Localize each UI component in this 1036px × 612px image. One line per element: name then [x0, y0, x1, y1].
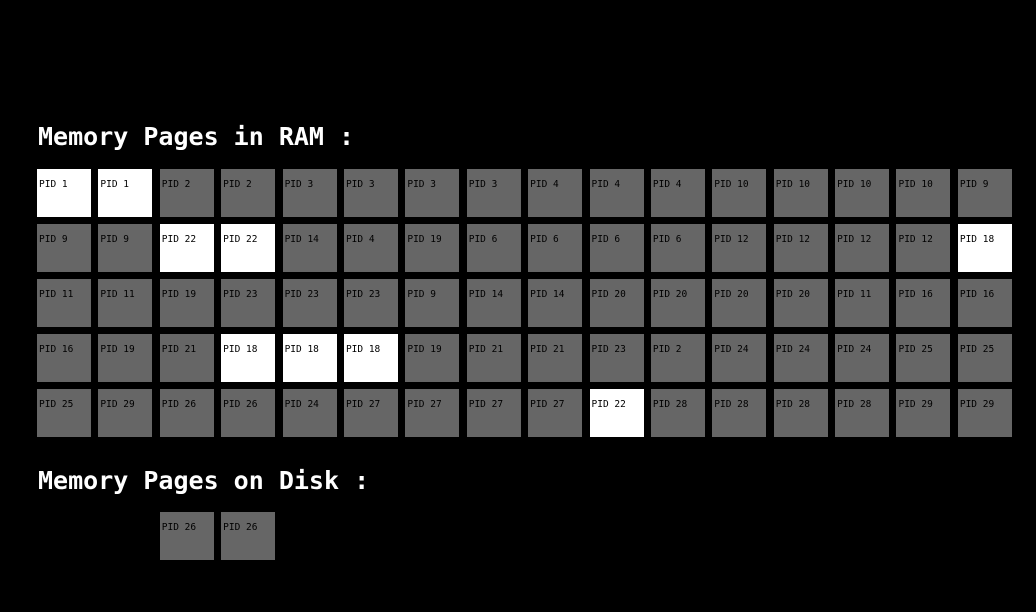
ram-page-cell: PID 3	[282, 169, 337, 217]
ram-page-cell: PID 22	[159, 224, 214, 272]
ram-page-cell: PID 24	[282, 389, 337, 437]
ram-page-cell: PID 18	[282, 334, 337, 382]
ram-page-cell: PID 11	[835, 279, 890, 327]
ram-page-cell: PID 19	[405, 334, 460, 382]
ram-page-cell: PID 28	[712, 389, 767, 437]
ram-page-cell: PID 24	[773, 334, 828, 382]
ram-page-cell: PID 6	[466, 224, 521, 272]
ram-page-cell: PID 19	[405, 224, 460, 272]
ram-page-cell: PID 2	[650, 334, 705, 382]
ram-page-cell: PID 26	[221, 389, 276, 437]
ram-page-cell: PID 16	[896, 279, 951, 327]
ram-page-cell: PID 16	[957, 279, 1012, 327]
ram-page-cell: PID 1	[37, 169, 91, 217]
ram-page-cell: PID 19	[159, 279, 214, 327]
ram-page-cell: PID 29	[957, 389, 1012, 437]
ram-page-cell: PID 9	[957, 169, 1012, 217]
ram-page-cell: PID 12	[712, 224, 767, 272]
ram-page-cell: PID 24	[712, 334, 767, 382]
ram-page-cell: PID 2	[159, 169, 214, 217]
ram-page-cell: PID 6	[650, 224, 705, 272]
ram-page-cell: PID 20	[589, 279, 644, 327]
ram-page-cell: PID 18	[343, 334, 398, 382]
ram-page-cell: PID 23	[282, 279, 337, 327]
ram-page-cell: PID 4	[343, 224, 398, 272]
ram-page-cell: PID 3	[405, 169, 460, 217]
ram-page-cell: PID 3	[466, 169, 521, 217]
ram-page-cell: PID 4	[650, 169, 705, 217]
ram-page-cell: PID 19	[98, 334, 153, 382]
ram-page-cell: PID 27	[466, 389, 521, 437]
ram-page-cell: PID 22	[221, 224, 276, 272]
ram-page-cell: PID 25	[957, 334, 1012, 382]
ram-page-cell: PID 20	[773, 279, 828, 327]
ram-page-cell: PID 27	[405, 389, 460, 437]
ram-page-cell: PID 11	[98, 279, 153, 327]
ram-page-cell: PID 16	[37, 334, 91, 382]
ram-page-cell: PID 23	[343, 279, 398, 327]
ram-page-cell: PID 14	[282, 224, 337, 272]
ram-page-cell: PID 10	[896, 169, 951, 217]
disk-page-cell: PID 26	[221, 512, 276, 560]
ram-page-cell: PID 10	[835, 169, 890, 217]
ram-page-cell: PID 24	[835, 334, 890, 382]
ram-page-cell: PID 20	[712, 279, 767, 327]
ram-page-cell: PID 22	[589, 389, 644, 437]
ram-page-cell: PID 21	[528, 334, 583, 382]
ram-page-cell: PID 23	[589, 334, 644, 382]
ram-page-cell: PID 2	[221, 169, 276, 217]
ram-page-cell: PID 18	[957, 224, 1012, 272]
ram-page-cell: PID 4	[528, 169, 583, 217]
ram-page-cell: PID 1	[98, 169, 153, 217]
ram-page-cell: PID 9	[37, 224, 91, 272]
ram-page-cell: PID 6	[589, 224, 644, 272]
ram-page-cell: PID 9	[98, 224, 153, 272]
ram-page-cell: PID 25	[37, 389, 91, 437]
ram-page-cell: PID 6	[528, 224, 583, 272]
ram-page-cell: PID 18	[221, 334, 276, 382]
ram-page-cell: PID 28	[773, 389, 828, 437]
ram-page-cell: PID 4	[589, 169, 644, 217]
ram-page-cell: PID 21	[466, 334, 521, 382]
disk-section-title: Memory Pages on Disk :	[38, 466, 370, 495]
ram-page-cell: PID 12	[896, 224, 951, 272]
ram-page-cell: PID 14	[466, 279, 521, 327]
ram-page-cell: PID 28	[835, 389, 890, 437]
ram-page-cell: PID 14	[528, 279, 583, 327]
ram-page-cell: PID 27	[343, 389, 398, 437]
disk-page-cell: PID 26	[159, 512, 214, 560]
ram-page-cell: PID 28	[650, 389, 705, 437]
ram-section-title: Memory Pages in RAM :	[38, 122, 355, 151]
ram-page-cell: PID 10	[773, 169, 828, 217]
ram-page-cell: PID 29	[98, 389, 153, 437]
ram-page-cell: PID 10	[712, 169, 767, 217]
ram-page-cell: PID 25	[896, 334, 951, 382]
ram-page-cell: PID 26	[159, 389, 214, 437]
ram-page-cell: PID 27	[528, 389, 583, 437]
ram-page-cell: PID 11	[37, 279, 91, 327]
ram-page-cell: PID 23	[221, 279, 276, 327]
ram-page-cell: PID 21	[159, 334, 214, 382]
ram-page-cell: PID 9	[405, 279, 460, 327]
ram-page-cell: PID 3	[343, 169, 398, 217]
ram-page-cell: PID 20	[650, 279, 705, 327]
ram-page-cell: PID 29	[896, 389, 951, 437]
ram-page-cell: PID 12	[835, 224, 890, 272]
ram-page-cell: PID 12	[773, 224, 828, 272]
